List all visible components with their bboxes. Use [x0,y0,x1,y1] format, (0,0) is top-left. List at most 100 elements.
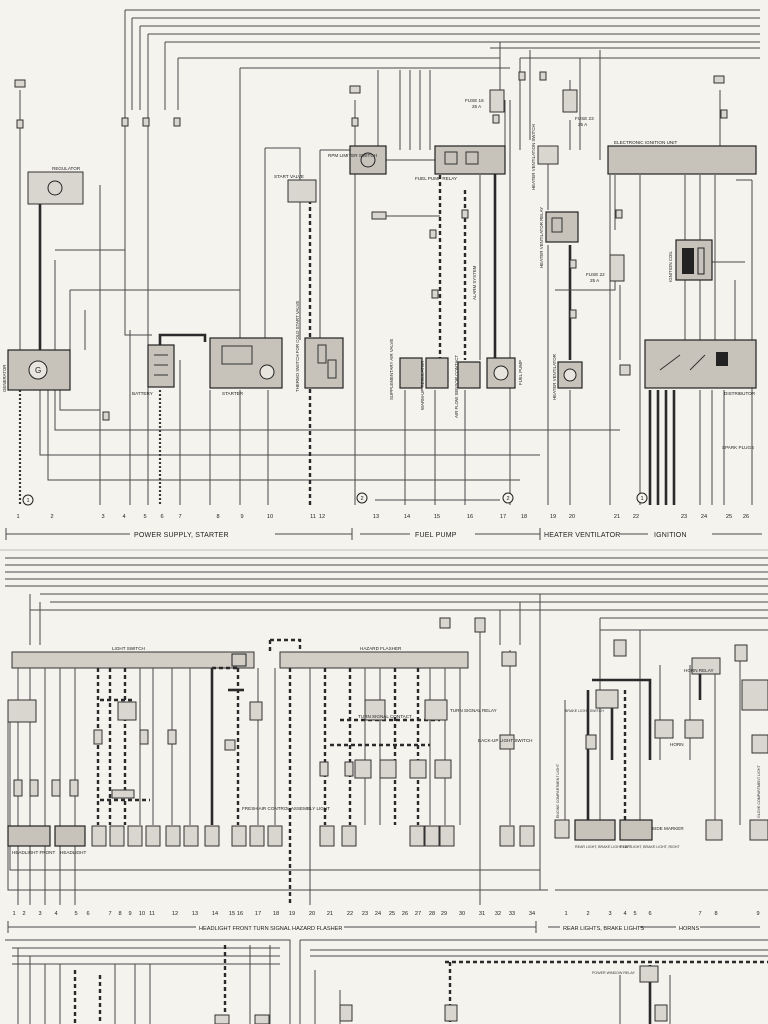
svg-text:23: 23 [362,911,368,917]
generator: G GENERATOR [2,349,71,392]
svg-text:25: 25 [389,911,395,917]
svg-text:30: 30 [459,911,465,917]
heater-ventilation-switch: HEATER VENTILATION SWITCH [531,124,559,190]
upper-connector-tabs [14,71,728,421]
spark-plugs-label: SPARK PLUGS [722,445,754,450]
svg-text:1: 1 [16,514,19,520]
headlight-left-label: HEADLIGHT FRONT [12,850,55,855]
svg-text:18: 18 [273,911,279,917]
lower-column-numbers: 1 2 3 4 5 6 7 8 9 10 11 12 13 14 15 16 1… [12,911,759,917]
svg-text:4: 4 [122,514,125,520]
rpm-limiter-switch: RPM LIMITER SWITCH [328,145,387,175]
heater-vent-switch-label: HEATER VENTILATION SWITCH [531,124,536,190]
power-window-relay-label: POWER WINDOW RELAY [592,971,635,975]
fuse-22-label: FUSE 22 [586,272,605,277]
svg-text:17: 17 [255,911,261,917]
lower-section-bar: HEADLIGHT FRONT TURN SIGNAL HAZARD FLASH… [7,921,760,933]
svg-text:8: 8 [216,514,219,520]
svg-text:15: 15 [229,911,235,917]
starter: STARTER [209,337,283,396]
upper-column-numbers: 1 2 3 4 5 6 7 8 9 10 11 12 13 14 15 16 1… [16,514,749,520]
light-switch-label: LIGHT SWITCH [112,646,145,651]
svg-text:13: 13 [373,514,379,520]
svg-text:9: 9 [756,911,759,917]
svg-text:2: 2 [22,911,25,917]
svg-text:5: 5 [143,514,146,520]
upper-panel: REGULATOR G GENERATOR BATTERY STARTER [2,9,762,540]
light-switch: LIGHT SWITCH [11,646,255,669]
upper-section-bar: POWER SUPPLY, STARTER FUEL PUMP HEATER V… [5,528,762,540]
hazard-flasher-label: HAZARD FLASHER [360,646,402,651]
svg-text:6: 6 [86,911,89,917]
svg-text:21: 21 [614,514,620,520]
svg-text:25: 25 [726,514,732,520]
svg-text:13: 13 [192,911,198,917]
turn-signal-contact-label: TURN SIGNAL CONTACT [358,714,412,719]
brake-light-switch-label: BRAKE LIGHT SWITCH [565,709,604,713]
rear-light-right-label: REAR LIGHT, BRAKE LIGHT, RIGHT [620,845,681,849]
regulator: REGULATOR [27,166,84,205]
svg-text:16: 16 [467,514,473,520]
svg-text:2: 2 [360,496,363,502]
section-fuel-pump: FUEL PUMP [415,532,457,539]
fuse-22: FUSE 22 25 A [586,254,625,283]
battery: BATTERY [132,344,175,396]
svg-text:12: 12 [172,911,178,917]
glove-light-label: GLOVE COMPARTMENT LIGHT [757,764,761,818]
eiu-label: ELECTRONIC IGNITION UNIT [614,140,677,145]
svg-text:3: 3 [608,911,611,917]
headlight-right-label: HEADLIGHT [60,850,86,855]
svg-text:16: 16 [237,911,243,917]
supplementary-air-valve: SUPPLEMENTARY AIR VALVE [389,339,423,400]
horn-relay-label: HORN RELAY [684,668,714,673]
svg-text:14: 14 [404,514,410,520]
svg-text:34: 34 [529,911,535,917]
svg-text:26: 26 [743,514,749,520]
svg-text:2: 2 [506,496,509,502]
svg-text:23: 23 [681,514,687,520]
svg-text:3: 3 [101,514,104,520]
section-rear-lights: REAR LIGHTS, BRAKE LIGHTS [563,926,644,932]
svg-text:9: 9 [128,911,131,917]
hazard-flasher: HAZARD FLASHER [279,646,469,669]
svg-text:9: 9 [240,514,243,520]
upper-circle-markers: 1 2 2 1 [22,492,648,506]
svg-text:1: 1 [640,496,643,502]
fuse-23: FUSE 23 25 A [562,89,594,127]
fuse-16: FUSE 16 25 A [465,89,505,113]
svg-text:28: 28 [429,911,435,917]
distributor: DISTRIBUTOR [644,339,757,396]
lower-fuses [13,729,354,799]
fuse-23-rating: 25 A [578,122,588,127]
warmup-regulator: WARM-UP REGULATOR [420,357,449,410]
svg-text:7: 7 [698,911,701,917]
svg-text:18: 18 [521,514,527,520]
section-heater: HEATER VENTILATOR [544,532,621,539]
svg-text:5: 5 [633,911,636,917]
svg-text:4: 4 [54,911,57,917]
svg-text:3: 3 [38,911,41,917]
svg-text:24: 24 [375,911,381,917]
warmup-regulator-label: WARM-UP REGULATOR [420,361,425,410]
svg-text:20: 20 [309,911,315,917]
svg-text:19: 19 [550,514,556,520]
svg-text:21: 21 [327,911,333,917]
fuel-pump: FUEL PUMP [486,357,523,389]
svg-text:6: 6 [160,514,163,520]
bottom-panel: POWER WINDOW RELAY [5,939,768,1024]
fuse-22-rating: 25 A [590,278,600,283]
starter-label: STARTER [222,391,244,396]
regulator-label: REGULATOR [52,166,81,171]
start-valve-label: START VALVE [274,174,304,179]
lower-vertical-wires [7,620,548,905]
svg-text:22: 22 [347,911,353,917]
generator-label: GENERATOR [2,365,7,392]
section-power-supply: POWER SUPPLY, STARTER [134,532,229,539]
lower-panel: LIGHT SWITCH HAZARD FLASHER [0,549,768,933]
lower-lamp-boxes [7,617,535,847]
section-horns: HORNS [679,926,699,932]
turn-signal-relay-label: TURN SIGNAL RELAY [450,708,497,713]
heater-ventilator-label: HEATER VENTILATOR [552,354,557,400]
horn-label: HORN [670,742,684,747]
